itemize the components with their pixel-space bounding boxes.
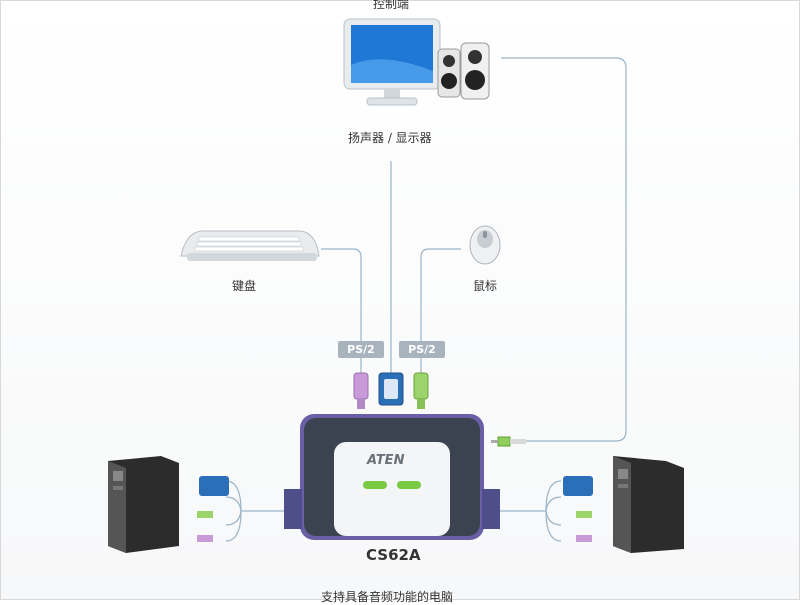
ps2-connector-icon bbox=[353, 372, 369, 409]
model-label: CS62A bbox=[366, 546, 421, 564]
speaker-icon bbox=[437, 42, 490, 100]
cables bbox=[225, 57, 627, 542]
audio-jack-icon bbox=[197, 511, 213, 542]
ps2-tag-left: PS/2 bbox=[338, 341, 384, 358]
cable-keyboard bbox=[321, 248, 362, 373]
vga-connector-icon bbox=[378, 372, 404, 406]
cable-mouse bbox=[420, 248, 461, 373]
label-mouse: 鼠标 bbox=[473, 279, 498, 293]
brand-logo: ATEN bbox=[367, 453, 405, 468]
ps2-connector-icon bbox=[413, 372, 429, 409]
audio-jack-icon bbox=[491, 436, 526, 447]
vga-connector-icon bbox=[199, 476, 229, 496]
label-speakers-monitor: 扬声器 / 显示器 bbox=[348, 131, 432, 145]
caption: 支持具备音频功能的电脑 bbox=[321, 590, 454, 604]
keyboard-icon bbox=[180, 230, 320, 261]
label-console: 控制端 bbox=[373, 0, 410, 11]
ps2-tag-right: PS/2 bbox=[399, 341, 445, 358]
pc-tower-icon bbox=[613, 456, 684, 553]
vga-connector-icon bbox=[563, 476, 593, 496]
label-keyboard: 键盘 bbox=[232, 279, 257, 293]
audio-jack-icon bbox=[576, 511, 592, 542]
cable-audio bbox=[501, 57, 627, 442]
pc-tower-icon bbox=[108, 456, 179, 553]
kvm-switch-icon bbox=[284, 414, 500, 540]
monitor-icon bbox=[343, 18, 441, 106]
mouse-icon bbox=[469, 225, 501, 265]
